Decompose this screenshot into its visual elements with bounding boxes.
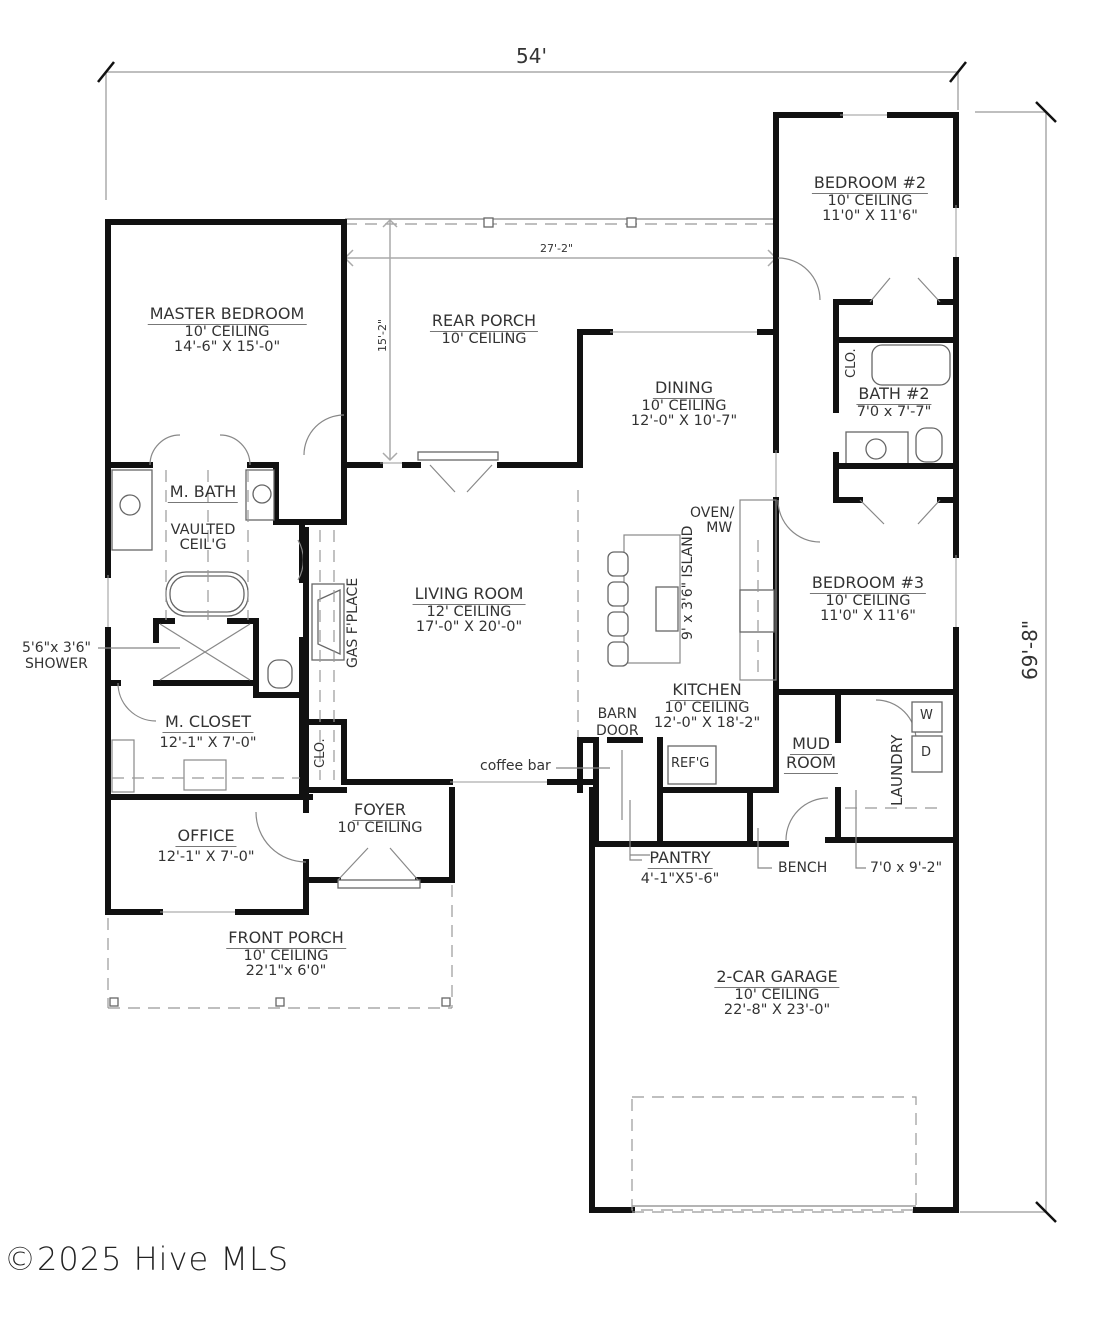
fireplace-label: GAS F'PLACE (345, 577, 361, 668)
room-name: DINING (652, 378, 716, 399)
oven-label: OVEN/ MW (690, 505, 735, 537)
foyer-closet-label: CLO. (313, 738, 328, 768)
room-size: 12'-0" X 18'-2" (653, 715, 761, 732)
room-name: BEDROOM #2 (811, 173, 929, 194)
watermark: ©2025 Hive MLS (4, 1240, 290, 1278)
room-ceiling: 10' CEILING (641, 397, 727, 414)
room-living-room: LIVING ROOM 12' CEILING 17'-0" X 20'-0" (412, 584, 526, 636)
garage-walls (589, 787, 959, 1213)
room-pantry: PANTRY 4'-1"X5'-6" (640, 848, 720, 887)
room-name: BEDROOM #3 (809, 573, 927, 594)
island-label: 9' x 3'6" ISLAND (680, 525, 696, 640)
room-name: PANTRY (647, 848, 713, 869)
room-bedroom-2: BEDROOM #2 10' CEILING 11'0" X 11'6" (811, 173, 929, 225)
room-name: KITCHEN (670, 680, 744, 701)
shower-size: 5'6"x 3'6" (22, 640, 91, 656)
laundry-size-label: 7'0 x 9'-2" (870, 860, 943, 876)
overall-width-dimension (97, 61, 967, 200)
room-size: 22'-8" X 23'-0" (723, 1002, 831, 1019)
room-name: MUD (790, 734, 832, 755)
room-mud-room: MUD ROOM (783, 734, 839, 774)
room-size: 11'0" X 11'6" (820, 608, 916, 625)
mw-text: MW (706, 520, 733, 537)
room-ceiling: 10' CEILING (184, 323, 270, 340)
room-name: 2-CAR GARAGE (714, 967, 840, 988)
rear-porch-area (343, 217, 778, 462)
room-name: FOYER (352, 800, 408, 821)
dryer-label: D (921, 745, 932, 760)
room-ceiling: 10' CEILING (827, 192, 913, 209)
master-bedroom-walls (105, 219, 347, 468)
washer-label: W (920, 708, 933, 723)
room-dining: DINING 10' CEILING 12'-0" X 10'-7" (630, 378, 738, 430)
room-name: BATH #2 (856, 384, 932, 405)
room-name: FRONT PORCH (226, 928, 346, 949)
rear-porch-depth-label: 15'-2" (376, 318, 389, 352)
dining-kitchen-walls (577, 112, 779, 847)
room-foyer: FOYER 10' CEILING (337, 800, 423, 836)
room-name: LIVING ROOM (412, 584, 526, 605)
room-size: 12'-0" X 10'-7" (630, 413, 738, 430)
bench-label: BENCH (778, 860, 828, 876)
room-note: VAULTED (170, 521, 236, 538)
fireplace-column (303, 527, 347, 800)
coffee-bar-label: coffee bar (480, 758, 551, 774)
room-size: 22'1"x 6'0" (245, 963, 327, 980)
overall-depth-dimension (960, 101, 1057, 1223)
master-suite-walls (105, 414, 347, 800)
room-master-closet: M. CLOSET 12'-1" X 7'-0" (159, 712, 257, 751)
room-laundry-label: LAUNDRY (888, 734, 906, 806)
front-wing-walls (105, 787, 455, 1009)
room-master-bedroom: MASTER BEDROOM 10' CEILING 14'-6" X 15'-… (147, 304, 307, 356)
room-ceiling: 10' CEILING (825, 592, 911, 609)
room-rear-porch: REAR PORCH 10' CEILING (429, 311, 539, 347)
room-ceiling: 10' CEILING (734, 986, 820, 1003)
room-name: REAR PORCH (429, 311, 539, 332)
room-bedroom-3: BEDROOM #3 10' CEILING 11'0" X 11'6" (809, 573, 927, 625)
barn-door-label: BARN DOOR (596, 706, 639, 740)
room-ceiling: 10' CEILING (337, 819, 423, 836)
room-master-bath: M. BATH VAULTED CEIL'G (167, 482, 239, 554)
overall-width-label: 54' (516, 44, 547, 68)
room-name: MASTER BEDROOM (147, 304, 307, 325)
barn-text: BARN (597, 706, 637, 722)
room-ceiling: 12' CEILING (426, 603, 512, 620)
oven-text: OVEN/ (690, 505, 735, 521)
room-size: 17'-0" X 20'-0" (415, 619, 523, 636)
room-size: 11'0" X 11'6" (822, 208, 918, 225)
room-name-2: ROOM (783, 752, 839, 774)
room-kitchen: KITCHEN 10' CEILING 12'-0" X 18'-2" (653, 680, 761, 732)
living-room-walls (341, 451, 593, 793)
leader-lines (98, 647, 866, 869)
room-size: 14'-6" X 15'-0" (173, 339, 281, 356)
room-bath-2: BATH #2 7'0 x 7'-7" (856, 384, 932, 420)
room-name: M. BATH (167, 482, 239, 503)
shower-annotation: 5'6"x 3'6" SHOWER (22, 640, 91, 672)
room-size: 12'-1" X 7'-0" (159, 734, 257, 751)
room-size: 7'0 x 7'-7" (856, 403, 932, 420)
room-garage: 2-CAR GARAGE 10' CEILING 22'-8" X 23'-0" (714, 967, 840, 1019)
room-office: OFFICE 12'-1" X 7'-0" (157, 826, 255, 865)
shower-label: SHOWER (25, 656, 88, 672)
room-name: M. CLOSET (162, 712, 254, 733)
bath2-closet-label: CLO. (844, 348, 859, 378)
rear-porch-width-label: 27'-2" (540, 242, 574, 255)
room-ceiling: 10' CEILING (664, 699, 750, 716)
refrigerator-label: REF'G (671, 756, 710, 771)
room-ceiling: 10' CEILING (243, 947, 329, 964)
door-text: DOOR (596, 722, 639, 739)
bedroom-wing-walls (747, 112, 959, 843)
room-size: 4'-1"X5'-6" (640, 870, 720, 887)
room-name: OFFICE (175, 826, 237, 847)
room-note: CEIL'G (179, 537, 227, 554)
room-ceiling: 10' CEILING (441, 330, 527, 347)
room-size: 12'-1" X 7'-0" (157, 848, 255, 865)
overall-depth-label: 69'-8" (1018, 619, 1042, 680)
room-front-porch: FRONT PORCH 10' CEILING 22'1"x 6'0" (226, 928, 346, 980)
